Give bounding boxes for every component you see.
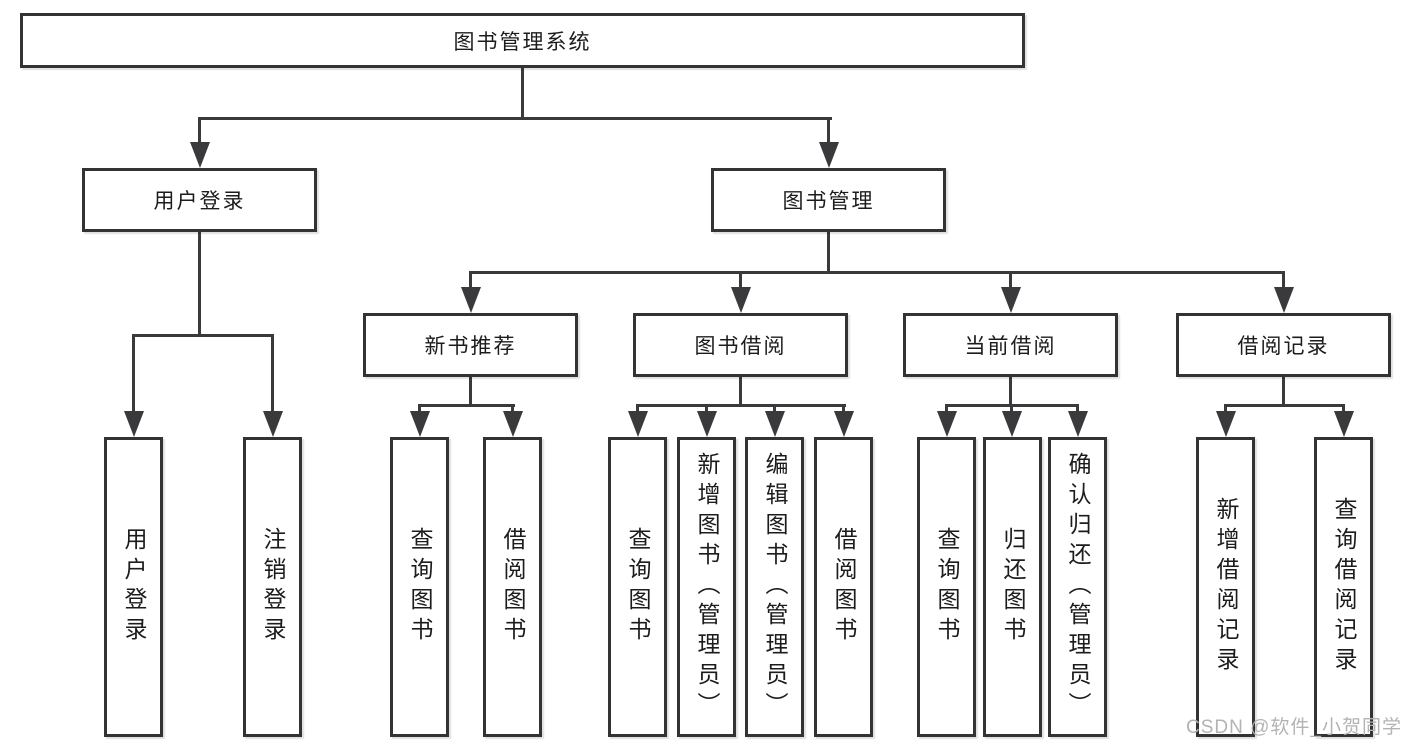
leaf-current-confirm-return-admin: 确认归还（管理员） bbox=[1048, 437, 1107, 737]
arrow-down-icon bbox=[1334, 411, 1354, 437]
node-root: 图书管理系统 bbox=[20, 13, 1025, 68]
arrow-down-icon bbox=[461, 287, 481, 313]
leaf-user-login-label: 用户登录 bbox=[121, 527, 147, 647]
leaf-current-return-label: 归还图书 bbox=[1000, 527, 1026, 647]
connector-line bbox=[773, 404, 776, 413]
connector-line bbox=[132, 334, 274, 337]
connector-line bbox=[198, 117, 201, 145]
node-book-management-label: 图书管理 bbox=[782, 190, 875, 213]
leaf-current-search-label: 查询图书 bbox=[934, 527, 960, 647]
connector-line bbox=[1224, 404, 1345, 407]
leaf-newbook-borrow: 借阅图书 bbox=[483, 437, 542, 737]
connector-line bbox=[739, 271, 742, 289]
node-borrow-records: 借阅记录 bbox=[1176, 313, 1391, 377]
node-new-book-recommend-label: 新书推荐 bbox=[424, 335, 517, 358]
connector-line bbox=[469, 271, 472, 289]
connector-line bbox=[418, 404, 421, 413]
connector-line bbox=[1009, 375, 1012, 407]
leaf-borrow-borrow: 借阅图书 bbox=[814, 437, 873, 737]
arrow-down-icon bbox=[124, 411, 144, 437]
connector-line bbox=[511, 404, 514, 413]
arrow-down-icon bbox=[190, 142, 210, 168]
connector-line bbox=[198, 230, 201, 337]
leaf-newbook-search-label: 查询图书 bbox=[407, 527, 433, 647]
arrow-down-icon bbox=[628, 411, 648, 437]
leaf-records-search: 查询借阅记录 bbox=[1314, 437, 1373, 737]
node-root-label: 图书管理系统 bbox=[453, 30, 592, 54]
leaf-current-return: 归还图书 bbox=[983, 437, 1042, 737]
connector-line bbox=[636, 404, 639, 413]
connector-line bbox=[827, 117, 830, 145]
arrow-down-icon bbox=[937, 411, 957, 437]
node-user-login-label: 用户登录 bbox=[153, 190, 246, 213]
connector-line bbox=[198, 117, 832, 120]
arrow-down-icon bbox=[263, 411, 283, 437]
connector-line bbox=[739, 375, 742, 407]
connector-line bbox=[271, 334, 274, 413]
leaf-current-search: 查询图书 bbox=[917, 437, 976, 737]
node-user-login: 用户登录 bbox=[82, 168, 317, 232]
connector-line bbox=[705, 404, 708, 413]
arrow-down-icon bbox=[697, 411, 717, 437]
node-borrow-records-label: 借阅记录 bbox=[1237, 335, 1330, 358]
leaf-borrow-search: 查询图书 bbox=[608, 437, 667, 737]
arrow-down-icon bbox=[819, 142, 839, 168]
connector-line bbox=[521, 66, 524, 120]
leaf-borrow-edit-admin-label: 编辑图书（管理员） bbox=[762, 452, 788, 722]
arrow-down-icon bbox=[731, 287, 751, 313]
arrow-down-icon bbox=[1001, 287, 1021, 313]
leaf-logout: 注销登录 bbox=[243, 437, 302, 737]
leaf-records-search-label: 查询借阅记录 bbox=[1331, 497, 1357, 677]
arrow-down-icon bbox=[1274, 287, 1294, 313]
leaf-borrow-borrow-label: 借阅图书 bbox=[831, 527, 857, 647]
connector-line bbox=[1009, 271, 1012, 289]
connector-line bbox=[1342, 404, 1345, 413]
connector-line bbox=[1010, 404, 1013, 413]
connector-line bbox=[469, 271, 1285, 274]
arrow-down-icon bbox=[765, 411, 785, 437]
leaf-newbook-search: 查询图书 bbox=[390, 437, 449, 737]
arrow-down-icon bbox=[503, 411, 523, 437]
leaf-current-confirm-return-admin-label: 确认归还（管理员） bbox=[1065, 452, 1091, 722]
connector-line bbox=[1282, 271, 1285, 289]
connector-line bbox=[132, 334, 135, 413]
connector-line bbox=[842, 404, 845, 413]
node-book-borrowing: 图书借阅 bbox=[633, 313, 848, 377]
connector-line bbox=[1224, 404, 1227, 413]
connector-line bbox=[1282, 375, 1285, 407]
leaf-borrow-add-admin-label: 新增图书（管理员） bbox=[694, 452, 720, 722]
leaf-borrow-search-label: 查询图书 bbox=[625, 527, 651, 647]
leaf-records-add: 新增借阅记录 bbox=[1196, 437, 1255, 737]
leaf-borrow-add-admin: 新增图书（管理员） bbox=[677, 437, 736, 737]
connector-line bbox=[1076, 404, 1079, 413]
arrow-down-icon bbox=[834, 411, 854, 437]
connector-line bbox=[827, 230, 830, 274]
arrow-down-icon bbox=[410, 411, 430, 437]
leaf-borrow-edit-admin: 编辑图书（管理员） bbox=[745, 437, 804, 737]
node-new-book-recommend: 新书推荐 bbox=[363, 313, 578, 377]
arrow-down-icon bbox=[1216, 411, 1236, 437]
node-current-borrowing: 当前借阅 bbox=[903, 313, 1118, 377]
connector-line bbox=[469, 375, 472, 407]
connector-line bbox=[636, 404, 846, 407]
node-current-borrowing-label: 当前借阅 bbox=[964, 335, 1057, 358]
leaf-logout-label: 注销登录 bbox=[260, 527, 286, 647]
arrow-down-icon bbox=[1002, 411, 1022, 437]
arrow-down-icon bbox=[1068, 411, 1088, 437]
connector-line bbox=[945, 404, 948, 413]
leaf-newbook-borrow-label: 借阅图书 bbox=[500, 527, 526, 647]
connector-line bbox=[418, 404, 515, 407]
watermark: CSDN @软件_小贺同学 bbox=[1186, 717, 1402, 738]
leaf-user-login: 用户登录 bbox=[104, 437, 163, 737]
node-book-borrowing-label: 图书借阅 bbox=[694, 335, 787, 358]
leaf-records-add-label: 新增借阅记录 bbox=[1213, 497, 1239, 677]
node-book-management: 图书管理 bbox=[711, 168, 946, 232]
